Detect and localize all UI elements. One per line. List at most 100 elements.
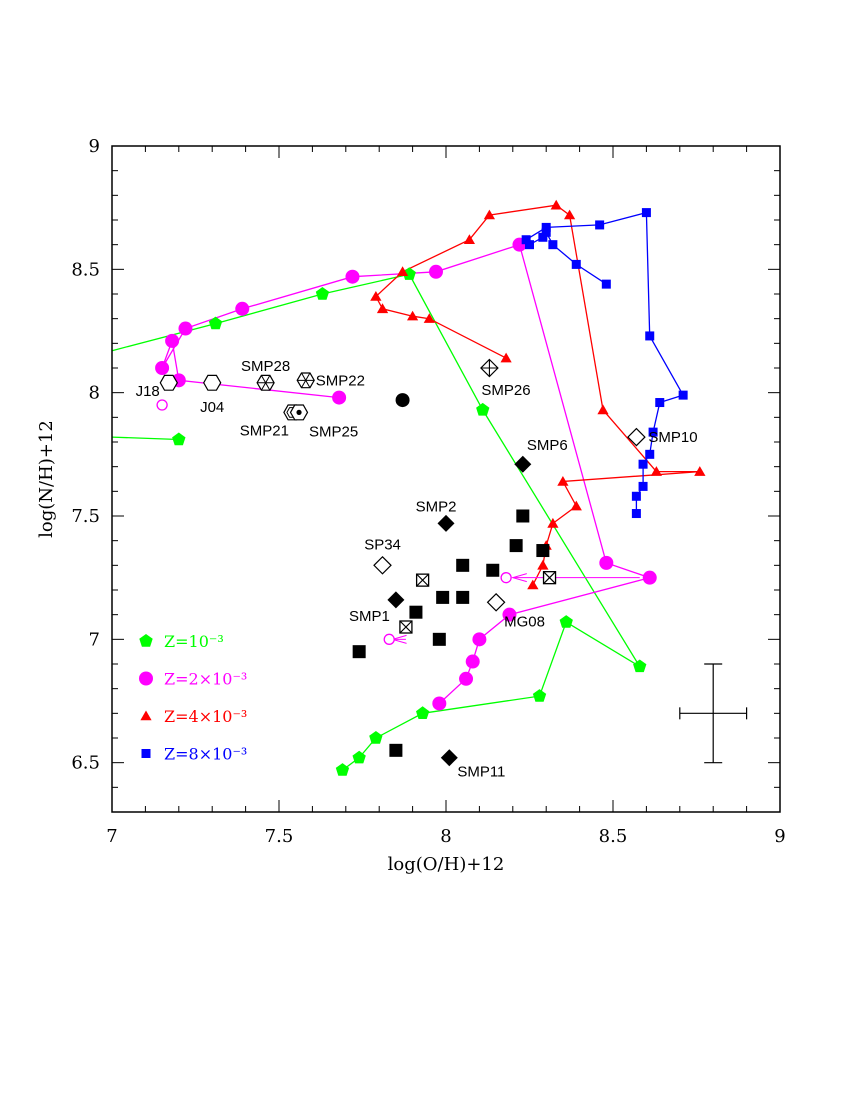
object-label-smp28: SMP28 <box>241 358 290 375</box>
observed-point <box>542 571 557 585</box>
object-label-j04: J04 <box>200 399 224 416</box>
track-point-z4 <box>483 209 495 220</box>
track-point-z1 <box>402 267 416 280</box>
track-point-z4 <box>423 313 435 323</box>
track-point-z2 <box>155 361 170 375</box>
track-point-z8 <box>678 390 688 400</box>
track-point-z1 <box>172 432 186 446</box>
object-marker-smp28 <box>256 374 275 391</box>
square-marker <box>648 427 658 437</box>
pentagon-marker <box>402 267 416 280</box>
square-marker <box>538 232 548 242</box>
object-label-smp2: SMP2 <box>416 498 457 515</box>
square-marker <box>595 220 605 230</box>
legend-label-z4: Z=4×10⁻³ <box>164 707 247 726</box>
circle-marker <box>459 671 474 686</box>
track-point-z2 <box>165 333 180 348</box>
circle-marker <box>165 333 180 348</box>
track-point-z8 <box>541 222 551 232</box>
pentagon-marker <box>208 316 223 330</box>
track-point-z2 <box>465 654 480 669</box>
track-line-z1 <box>111 273 641 771</box>
circle-marker <box>465 654 480 669</box>
track-line-z1 <box>111 436 179 441</box>
observed-point <box>352 645 366 659</box>
error-bar <box>679 663 748 764</box>
legend: Z=10⁻³Z=2×10⁻³Z=4×10⁻³Z=8×10⁻³ <box>139 632 247 764</box>
pentagon-marker <box>416 706 430 719</box>
object-marker-smp22 <box>296 372 315 389</box>
square-marker <box>389 743 403 757</box>
object-label-smp21: SMP21 <box>240 422 289 439</box>
cross-lines <box>480 359 498 377</box>
hexagon-marker <box>159 374 178 391</box>
circle-marker <box>332 390 347 405</box>
y-tick-label: 8 <box>89 383 100 404</box>
x-axis-title: log(O/H)+12 <box>388 854 505 875</box>
track-point-z1 <box>416 706 430 719</box>
object-label-smp6: SMP6 <box>527 437 568 454</box>
track-point-z1 <box>532 689 547 702</box>
square-marker <box>432 632 446 646</box>
observed-point <box>456 590 470 604</box>
y-tick-label: 7 <box>89 629 100 650</box>
hexagon-marker <box>203 374 222 391</box>
y-tick-label: 6.5 <box>71 753 100 774</box>
observed-point <box>415 573 430 587</box>
pentagon-marker <box>559 615 573 628</box>
object-label-smp22: SMP22 <box>316 372 365 389</box>
track-line-z8 <box>525 211 685 514</box>
track-point-z8 <box>638 481 648 491</box>
open-circle-marker <box>383 633 395 645</box>
diamond-marker <box>514 455 532 473</box>
track-point-z1 <box>476 402 490 416</box>
object-labels: SMP2SMP6SMP1SMP11SP34MG08SMP10SMP26SMP28… <box>136 358 698 781</box>
star-lines <box>297 372 315 388</box>
circle-marker <box>472 632 487 647</box>
triangle-marker <box>376 303 389 314</box>
track-point-z8 <box>638 459 648 469</box>
track-point-z4 <box>597 404 609 415</box>
cross-lines <box>543 571 556 585</box>
square-marker <box>638 459 648 469</box>
track-point-z8 <box>631 509 641 519</box>
arrow-head <box>510 573 527 583</box>
object-marker-j04 <box>203 374 222 391</box>
square-marker <box>548 240 558 250</box>
circle-marker <box>178 321 193 336</box>
observed-point <box>156 399 168 411</box>
observed-point <box>509 539 523 553</box>
track-point-z8 <box>571 259 581 269</box>
pentagon-marker <box>532 689 547 702</box>
track-point-z8 <box>655 398 665 408</box>
cross-lines <box>416 573 430 587</box>
object-marker-smp2 <box>437 514 455 532</box>
track-point-z2 <box>459 671 474 686</box>
circle-marker <box>599 555 614 570</box>
square-marker <box>541 222 551 232</box>
observed-point <box>456 558 470 572</box>
track-point-z2 <box>432 696 447 711</box>
track-point-z8 <box>645 449 655 459</box>
triangle-marker <box>694 466 706 476</box>
track-point-z4 <box>694 466 706 476</box>
x-tick-label: 7.5 <box>265 826 294 847</box>
y-tick-label: 9 <box>89 136 100 157</box>
track-point-z4 <box>557 476 569 486</box>
circle-marker <box>345 269 360 284</box>
observed-point <box>436 590 450 604</box>
track-point-z8 <box>541 227 551 237</box>
object-marker-j18 <box>159 374 178 391</box>
track-point-z1 <box>352 750 366 764</box>
star-lines <box>257 375 275 391</box>
track-point-z4 <box>527 579 539 590</box>
square-marker <box>509 539 523 553</box>
track-point-z2 <box>472 632 487 647</box>
square-marker <box>536 544 550 558</box>
track-point-z8 <box>548 240 558 250</box>
square-marker <box>352 645 366 659</box>
track-point-z2 <box>502 607 517 622</box>
triangle-marker <box>570 500 582 511</box>
pentagon-marker <box>369 731 383 744</box>
